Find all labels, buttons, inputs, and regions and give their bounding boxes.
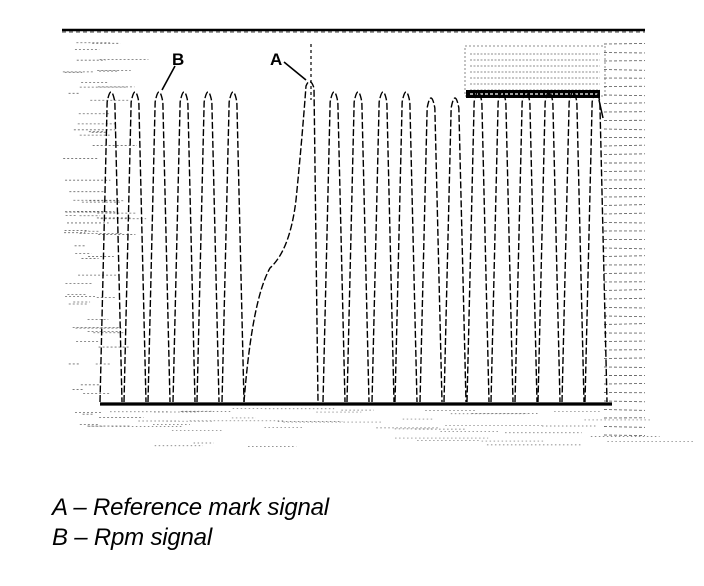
legend-item-a: A – Reference mark signal xyxy=(52,493,329,523)
callout-b-leader xyxy=(161,65,176,91)
rpm-pulse xyxy=(561,91,585,403)
noise-hatch-right xyxy=(603,434,646,437)
legend-item-b: B – Rpm signal xyxy=(52,523,329,553)
noise-hatch-right xyxy=(603,204,646,206)
noise-hatch-right xyxy=(603,247,646,250)
screen-scan-noise xyxy=(62,42,696,447)
reference-mark-pulse xyxy=(243,80,319,403)
callout-a-leader xyxy=(283,61,307,81)
noise-hatch-right xyxy=(603,94,646,97)
screen-frame xyxy=(62,28,645,406)
noise-hatch-right xyxy=(603,153,646,155)
legend: A – Reference mark signal B – Rpm signal xyxy=(52,493,329,553)
legend-text-b: Rpm signal xyxy=(93,524,212,551)
rpm-pulse xyxy=(99,91,123,403)
noise-hatch-right xyxy=(603,409,646,411)
noise-hatch-right xyxy=(603,43,646,45)
rpm-pulse xyxy=(537,91,561,403)
noise-hatch-right xyxy=(603,400,646,403)
callout-b-label: B xyxy=(172,50,184,69)
legend-dash-a: – xyxy=(73,494,87,521)
rpm-pulse xyxy=(346,91,370,403)
rpm-pulse xyxy=(322,91,346,403)
noise-hatch-right xyxy=(603,383,646,385)
noise-hatch-right xyxy=(603,323,646,325)
rpm-pulse xyxy=(443,97,467,403)
noise-hatch-right xyxy=(603,426,646,428)
callout-a-label: A xyxy=(270,50,282,69)
legend-key-b: B xyxy=(52,524,68,551)
rpm-pulse xyxy=(394,91,418,403)
noise-hatch-right xyxy=(603,212,646,215)
rpm-pulse xyxy=(490,91,514,403)
noise-hatch-right xyxy=(603,69,646,71)
rpm-pulse xyxy=(147,91,171,403)
noise-hatch-right xyxy=(603,289,646,291)
inset-readout-box xyxy=(464,45,606,98)
legend-text-a: Reference mark signal xyxy=(93,494,329,521)
legend-key-a: A xyxy=(52,494,67,521)
rpm-pulse xyxy=(371,91,395,403)
rpm-pulse xyxy=(584,91,608,403)
noise-hatch-right xyxy=(603,128,646,131)
rpm-pulse xyxy=(196,91,220,403)
callouts: B A xyxy=(161,50,307,91)
noise-hatch-right xyxy=(603,144,646,147)
noise-hatch-right xyxy=(603,315,646,318)
rpm-pulse xyxy=(221,91,245,403)
trace-end-tick xyxy=(598,99,604,119)
waveform-trace xyxy=(99,44,608,403)
noise-hatch-right xyxy=(603,272,646,274)
rpm-pulse xyxy=(123,91,147,403)
oscilloscope-screen: B A xyxy=(62,28,696,447)
rpm-pulse xyxy=(419,97,443,403)
noise-hatch-right xyxy=(603,255,646,257)
noise-hatch-right xyxy=(603,297,646,300)
legend-dash-b: – xyxy=(74,524,88,551)
inset-border xyxy=(464,45,606,97)
rpm-pulse xyxy=(466,91,490,403)
noise-hatch-right xyxy=(603,357,646,359)
rpm-pulse xyxy=(514,91,538,403)
rpm-pulse xyxy=(172,91,196,403)
noise-hatch-right xyxy=(603,102,646,104)
